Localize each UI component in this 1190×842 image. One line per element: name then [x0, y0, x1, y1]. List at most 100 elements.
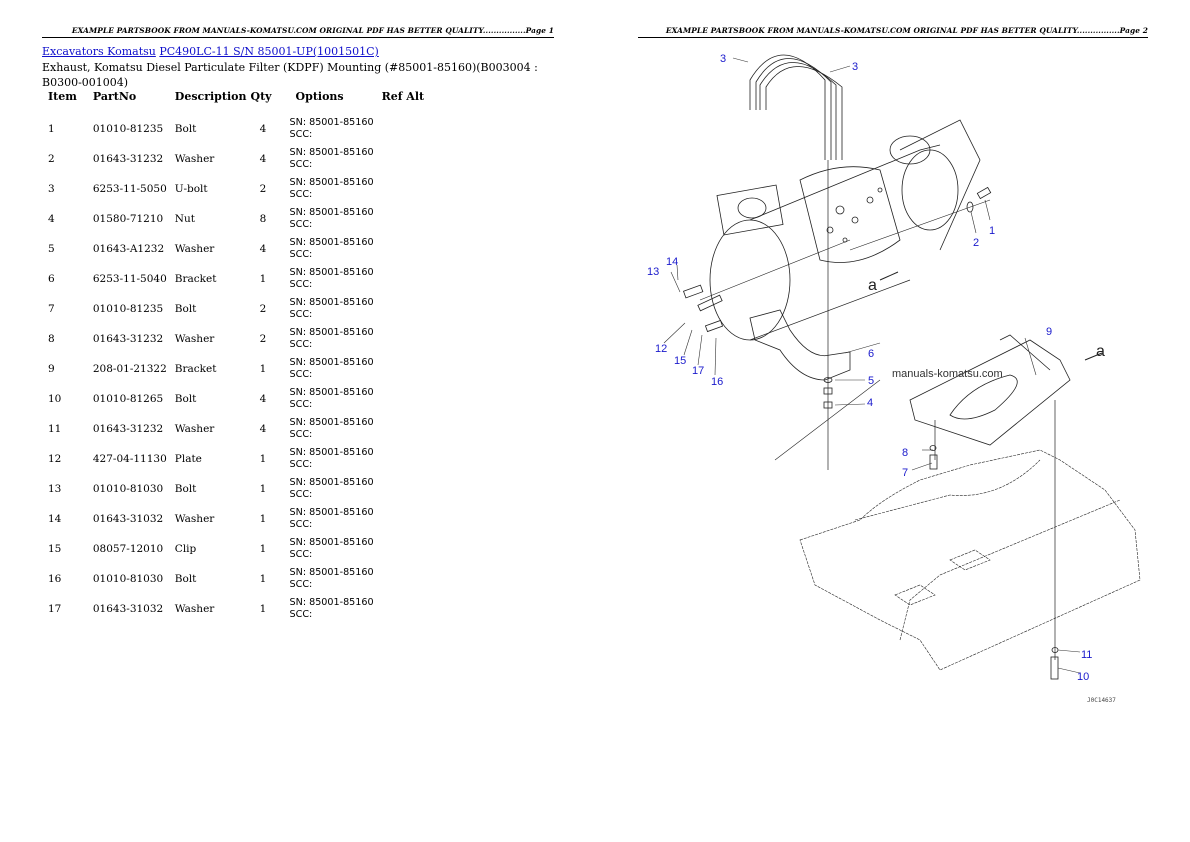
description-cell: Bolt: [174, 123, 197, 135]
callout-4: 4: [867, 397, 873, 409]
callout-1: 1: [989, 225, 995, 237]
description-cell: Washer: [174, 603, 215, 615]
callout-7: 7: [902, 467, 908, 479]
description-cell: Washer: [174, 423, 215, 435]
table-header-row: Item PartNo Description Qty Options Ref …: [44, 90, 428, 114]
callout-15: 15: [674, 355, 686, 367]
scc-label: SCC:: [289, 609, 313, 620]
callout-9: 9: [1046, 326, 1052, 338]
ref-alt-cell: [378, 504, 429, 534]
item-cell: 15: [48, 543, 62, 555]
callout-3b: 3: [852, 61, 858, 73]
serial-range: SN: 85001-85160: [289, 597, 374, 608]
partno-cell: 01010-81030: [92, 573, 164, 585]
ref-alt-cell: [378, 174, 429, 204]
qty-cell: 1: [259, 573, 267, 585]
callout-labels: 3 3 1 2 14 13 12 15 17 16 6 5 4 9 8 7 11…: [647, 53, 1092, 683]
section-title: Exhaust, Komatsu Diesel Particulate Filt…: [42, 61, 538, 89]
ref-alt-cell: [378, 204, 429, 234]
partno-cell: 427-04-11130: [92, 453, 167, 465]
qty-cell: 2: [259, 183, 267, 195]
partno-cell: 01643-31232: [92, 423, 164, 435]
description-cell: Washer: [174, 333, 215, 345]
qty-cell: 1: [259, 483, 267, 495]
description-cell: Bolt: [174, 573, 197, 585]
item-cell: 8: [48, 333, 55, 345]
page-2-header: EXAMPLE PARTSBOOK FROM MANUALS-KOMATSU.C…: [638, 26, 1148, 38]
partno-cell: 6253-11-5040: [92, 273, 167, 285]
qty-cell: 1: [259, 363, 267, 375]
scc-label: SCC:: [289, 309, 313, 320]
qty-cell: 2: [259, 333, 267, 345]
callout-13: 13: [647, 266, 659, 278]
breadcrumb-model-link[interactable]: PC490LC-11 S/N 85001-UP(1001501C): [159, 45, 379, 58]
serial-range: SN: 85001-85160: [289, 357, 374, 368]
item-cell: 4: [48, 213, 55, 225]
breadcrumb-category-link[interactable]: Excavators Komatsu: [42, 45, 156, 58]
item-cell: 1: [48, 123, 55, 135]
serial-range: SN: 85001-85160: [289, 267, 374, 278]
partno-cell: 01643-31232: [92, 153, 164, 165]
description-cell: Washer: [174, 513, 215, 525]
item-cell: 10: [48, 393, 62, 405]
item-cell: 2: [48, 153, 55, 165]
serial-range: SN: 85001-85160: [289, 297, 374, 308]
col-ref-alt: Ref Alt: [381, 90, 425, 103]
qty-cell: 1: [259, 273, 267, 285]
u-bolt-drawing: [749, 54, 843, 160]
ref-alt-cell: [378, 264, 429, 294]
serial-range: SN: 85001-85160: [289, 537, 374, 548]
item-cell: 16: [48, 573, 62, 585]
partno-cell: 6253-11-5050: [92, 183, 167, 195]
description-cell: Bolt: [174, 303, 197, 315]
item-cell: 14: [48, 513, 62, 525]
scc-label: SCC:: [289, 369, 313, 380]
item-cell: 7: [48, 303, 55, 315]
serial-range: SN: 85001-85160: [289, 177, 374, 188]
ref-alt-cell: [378, 294, 429, 324]
scc-label: SCC:: [289, 489, 313, 500]
qty-cell: 1: [259, 603, 267, 615]
ref-alt-cell: [378, 414, 429, 444]
qty-cell: 8: [259, 213, 267, 225]
scc-label: SCC:: [289, 339, 313, 350]
scc-label: SCC:: [289, 129, 313, 140]
ref-alt-cell: [378, 354, 429, 384]
partno-cell: 01010-81235: [92, 303, 164, 315]
serial-range: SN: 85001-85160: [289, 477, 374, 488]
description-cell: U-bolt: [174, 183, 208, 195]
description-cell: Bracket: [174, 273, 217, 285]
item-cell: 13: [48, 483, 62, 495]
scc-label: SCC:: [289, 399, 313, 410]
description-cell: Nut: [174, 213, 195, 225]
item-cell: 12: [48, 453, 62, 465]
watermark: manuals-komatsu.com: [892, 368, 1003, 380]
qty-cell: 4: [259, 423, 267, 435]
qty-cell: 4: [259, 153, 267, 165]
partno-cell: 01010-81235: [92, 123, 164, 135]
qty-cell: 2: [259, 303, 267, 315]
kdpf-body-drawing: [709, 119, 981, 341]
callout-3a: 3: [720, 53, 726, 65]
callout-10: 10: [1077, 671, 1089, 683]
qty-cell: 4: [259, 123, 267, 135]
partno-cell: 01643-31032: [92, 603, 164, 615]
ref-alt-cell: [378, 384, 429, 414]
